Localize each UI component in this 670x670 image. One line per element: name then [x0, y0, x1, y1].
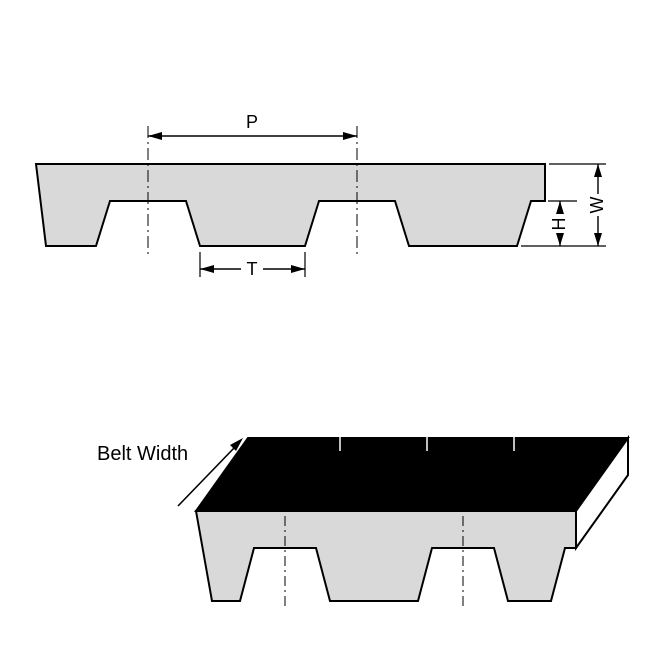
pitch-arrow-left [148, 132, 162, 140]
pitch-label: P [246, 112, 258, 132]
belt-front-face [194, 510, 577, 602]
tooth-arrow-right [291, 265, 305, 273]
height-arrow-bottom [556, 233, 564, 246]
belt-profile [34, 163, 546, 247]
belt-cross-section-view: P T H [34, 112, 607, 279]
tooth-arrow-left [200, 265, 214, 273]
belt-width-label: Belt Width [97, 443, 188, 465]
belt-thickness-dimension: W [521, 163, 607, 247]
tooth-height-label: H [549, 218, 569, 231]
belt-top-face [194, 437, 630, 512]
height-arrow-top [556, 201, 564, 214]
tooth-width-label: T [247, 259, 258, 279]
belt-thickness-label: W [587, 197, 607, 214]
thickness-arrow-bottom [594, 233, 602, 246]
pitch-arrow-right [343, 132, 357, 140]
belt-width-arrowhead [230, 438, 243, 451]
belt-width-annotation: Belt Width [97, 438, 243, 507]
pitch-dimension: P [148, 112, 357, 140]
tooth-width-dimension: T [199, 252, 306, 279]
belt-width-arrow-line [177, 446, 236, 507]
thickness-arrow-top [594, 164, 602, 177]
tooth-height-dimension: H [548, 200, 577, 246]
belt-3d-view: Belt Width [97, 434, 630, 610]
